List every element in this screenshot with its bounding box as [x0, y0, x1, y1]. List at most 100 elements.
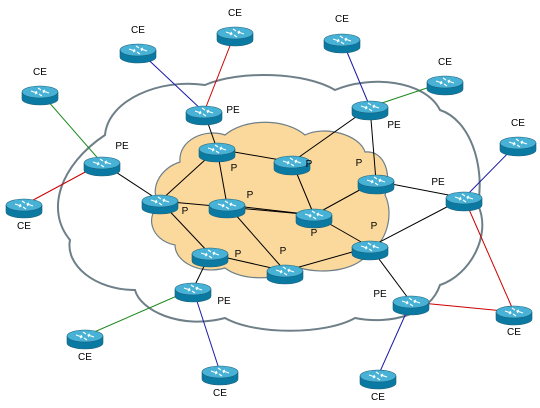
router-label: PE	[387, 120, 401, 131]
router-top	[351, 100, 389, 114]
router-arrows-icon	[282, 157, 302, 167]
router-top	[83, 156, 121, 170]
router-arrows-icon	[368, 371, 388, 381]
router-label: P	[235, 249, 242, 260]
router-arrows-icon	[92, 158, 112, 168]
router-ce_right[interactable]: CE	[499, 118, 537, 157]
router-p_7[interactable]: P	[191, 247, 242, 268]
router-ce_tr2[interactable]: CE	[426, 57, 464, 96]
router-arrows-icon	[225, 28, 245, 38]
router-arrows-icon	[454, 193, 474, 203]
link-ce_top-pe_top	[203, 32, 236, 113]
router-arrows-icon	[200, 249, 220, 259]
router-arrows-icon	[435, 77, 455, 87]
router-ce_top[interactable]: CE	[216, 8, 254, 47]
router-top	[216, 26, 254, 40]
router-arrows-icon	[332, 35, 352, 45]
router-top	[266, 264, 304, 278]
router-top	[499, 136, 537, 150]
router-arrows-icon	[75, 331, 95, 341]
router-top	[357, 174, 395, 188]
router-label: PE	[115, 141, 129, 152]
router-top	[201, 365, 239, 379]
router-top	[185, 105, 223, 119]
router-ce_left2[interactable]: CE	[5, 198, 43, 232]
router-ce_bl[interactable]: CE	[66, 329, 104, 363]
router-arrows-icon	[194, 107, 214, 117]
router-label: CE	[371, 392, 385, 403]
router-top	[426, 75, 464, 89]
router-top	[21, 85, 59, 99]
router-arrows-icon	[366, 176, 386, 186]
router-p_1[interactable]: P	[198, 142, 238, 174]
router-arrows-icon	[30, 87, 50, 97]
router-label: CE	[228, 8, 242, 19]
router-label: CE	[213, 388, 227, 399]
router-label: CE	[335, 14, 349, 25]
router-label: CE	[33, 67, 47, 78]
router-top	[351, 240, 389, 254]
router-label: P	[306, 159, 313, 170]
router-label: P	[371, 221, 378, 232]
router-pe_tr[interactable]: PE	[351, 100, 401, 131]
router-label: PE	[217, 296, 231, 307]
router-arrows-icon	[360, 102, 380, 112]
router-p_4[interactable]: P	[356, 158, 395, 195]
router-arrows-icon	[401, 297, 421, 307]
router-top	[323, 33, 361, 47]
router-ce_tl[interactable]: CE	[119, 25, 157, 64]
router-label: CE	[507, 327, 521, 338]
router-label: PE	[373, 289, 387, 300]
router-top	[359, 369, 397, 383]
router-top	[198, 142, 236, 156]
router-p_3[interactable]: P	[208, 190, 254, 219]
router-p_5[interactable]: P	[141, 194, 189, 217]
router-label: P	[356, 158, 363, 169]
router-arrows-icon	[210, 367, 230, 377]
router-pe_top[interactable]: PE	[185, 105, 240, 126]
router-ce_b2[interactable]: CE	[359, 369, 397, 403]
router-top	[5, 198, 43, 212]
router-top	[66, 329, 104, 343]
link-ce_b1-pe_bl	[192, 288, 221, 373]
router-label: P	[231, 163, 238, 174]
router-label: CE	[511, 118, 525, 129]
router-arrows-icon	[14, 200, 34, 210]
router-top	[445, 191, 483, 205]
router-top	[119, 43, 157, 57]
link-ce_right2-pe_right	[463, 197, 515, 313]
router-label: CE	[438, 57, 452, 68]
router-top	[208, 198, 246, 212]
router-p_9[interactable]: P	[266, 246, 304, 285]
router-top	[141, 194, 179, 208]
router-p_2[interactable]: P	[273, 155, 313, 176]
router-pe_bl[interactable]: PE	[174, 282, 231, 307]
router-ce_tr[interactable]: CE	[323, 14, 361, 54]
router-top	[273, 155, 311, 169]
router-label: CE	[78, 352, 92, 363]
router-arrows-icon	[508, 138, 528, 148]
router-ce_right2[interactable]: CE	[495, 305, 533, 338]
router-label: P	[182, 206, 189, 217]
router-arrows-icon	[128, 45, 148, 55]
router-top	[495, 305, 533, 319]
router-top	[191, 247, 229, 261]
router-arrows-icon	[504, 307, 524, 317]
router-pe_left[interactable]: PE	[83, 141, 129, 177]
router-top	[392, 295, 430, 309]
router-top	[295, 208, 333, 222]
router-label: CE	[17, 221, 31, 232]
router-label: PE	[226, 105, 240, 116]
router-label: CE	[131, 25, 145, 36]
router-pe_right[interactable]: PE	[431, 177, 483, 212]
router-p_6[interactable]: P	[295, 208, 333, 239]
router-pe_br[interactable]: PE	[373, 289, 430, 316]
router-ce_b1[interactable]: CE	[201, 365, 239, 399]
router-top	[174, 282, 212, 296]
router-arrows-icon	[217, 200, 237, 210]
router-p_8[interactable]: P	[351, 221, 389, 261]
router-ce_left[interactable]: CE	[21, 67, 59, 106]
router-label: P	[311, 228, 318, 239]
